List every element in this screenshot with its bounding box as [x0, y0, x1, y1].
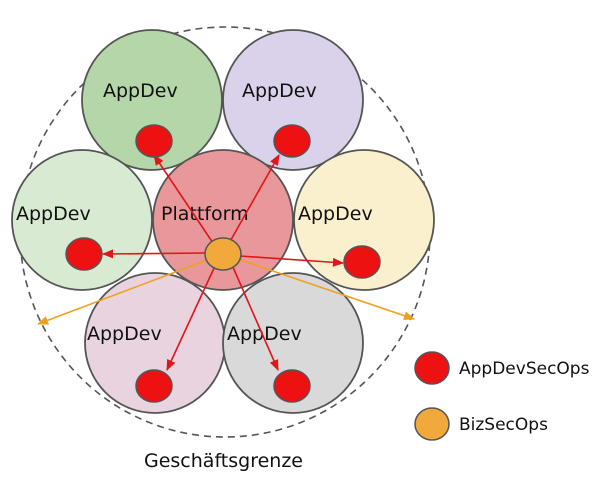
- bizsecops-arrow-right: [222, 253, 416, 320]
- platform-circle: [152, 149, 294, 291]
- appdevsecops-marker-bottom-left: [135, 369, 173, 403]
- platform-label: Plattform: [161, 203, 249, 225]
- appdev-circle-top-right: [222, 29, 364, 171]
- bizsecops-arrow-left: [36, 253, 224, 325]
- boundary-label: Geschäftsgrenze: [144, 450, 303, 472]
- legend-appdevsecops-label: AppDevSecOps: [459, 359, 590, 379]
- appdev-circle-mid-left: [11, 149, 153, 291]
- appdev-label-bottom-left: AppDev: [87, 323, 162, 345]
- appdev-label-top-left: AppDev: [103, 80, 178, 102]
- appdevsecops-marker-top-right: [273, 124, 311, 158]
- appdevsecops-marker-mid-right: [343, 245, 381, 279]
- appdev-circle-top-left: [81, 29, 223, 171]
- appdev-label-mid-left: AppDev: [16, 203, 91, 225]
- appdev-label-bottom-right: AppDev: [227, 323, 302, 345]
- arrow-to-bottom-right: [231, 264, 279, 372]
- appdev-circle-mid-right: [293, 149, 435, 291]
- bizsecops-marker-platform: [204, 237, 242, 271]
- legend-bizsecops-label: BizSecOps: [459, 415, 548, 435]
- arrow-to-top-left: [153, 154, 216, 247]
- arrow-to-top-right: [227, 154, 280, 246]
- legend: AppDevSecOps BizSecOps: [414, 351, 590, 441]
- arrow-to-mid-left: [101, 249, 207, 259]
- appdev-label-top-right: AppDev: [242, 80, 317, 102]
- appdevsecops-marker-mid-left: [65, 237, 103, 271]
- appdev-label-mid-right: AppDev: [298, 203, 373, 225]
- legend-bizsecops-swatch: [414, 407, 450, 441]
- appdevsecops-marker-top-left: [135, 124, 173, 158]
- arrow-to-bottom-left: [166, 265, 216, 372]
- appdev-circle-bottom-right: [222, 272, 364, 414]
- arrow-to-mid-right: [239, 255, 345, 267]
- appdevsecops-marker-bottom-right: [273, 369, 311, 403]
- legend-appdevsecops-swatch: [414, 351, 450, 385]
